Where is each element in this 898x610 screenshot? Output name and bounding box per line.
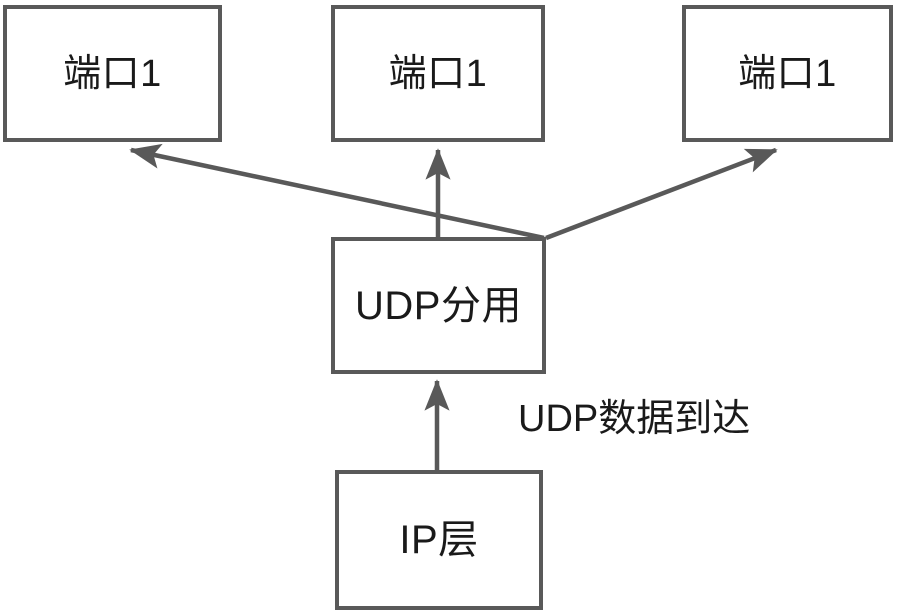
node-udp-demux: UDP分用 — [331, 237, 546, 374]
edge-label-udp-data-arrival: UDP数据到达 — [518, 398, 751, 440]
node-port-3-label: 端口1 — [738, 52, 837, 95]
node-ip-layer: IP层 — [335, 470, 543, 610]
node-port-2-label: 端口1 — [388, 52, 488, 95]
arrow-udp-to-port-3 — [545, 147, 778, 241]
node-port-1: 端口1 — [3, 5, 222, 142]
node-ip-layer-label: IP层 — [399, 518, 479, 562]
node-port-1-label: 端口1 — [63, 52, 162, 95]
arrow-udp-to-port-1 — [129, 143, 545, 241]
node-port-3: 端口1 — [682, 5, 893, 142]
node-udp-demux-label: UDP分用 — [355, 283, 522, 328]
node-port-2: 端口1 — [331, 5, 545, 142]
